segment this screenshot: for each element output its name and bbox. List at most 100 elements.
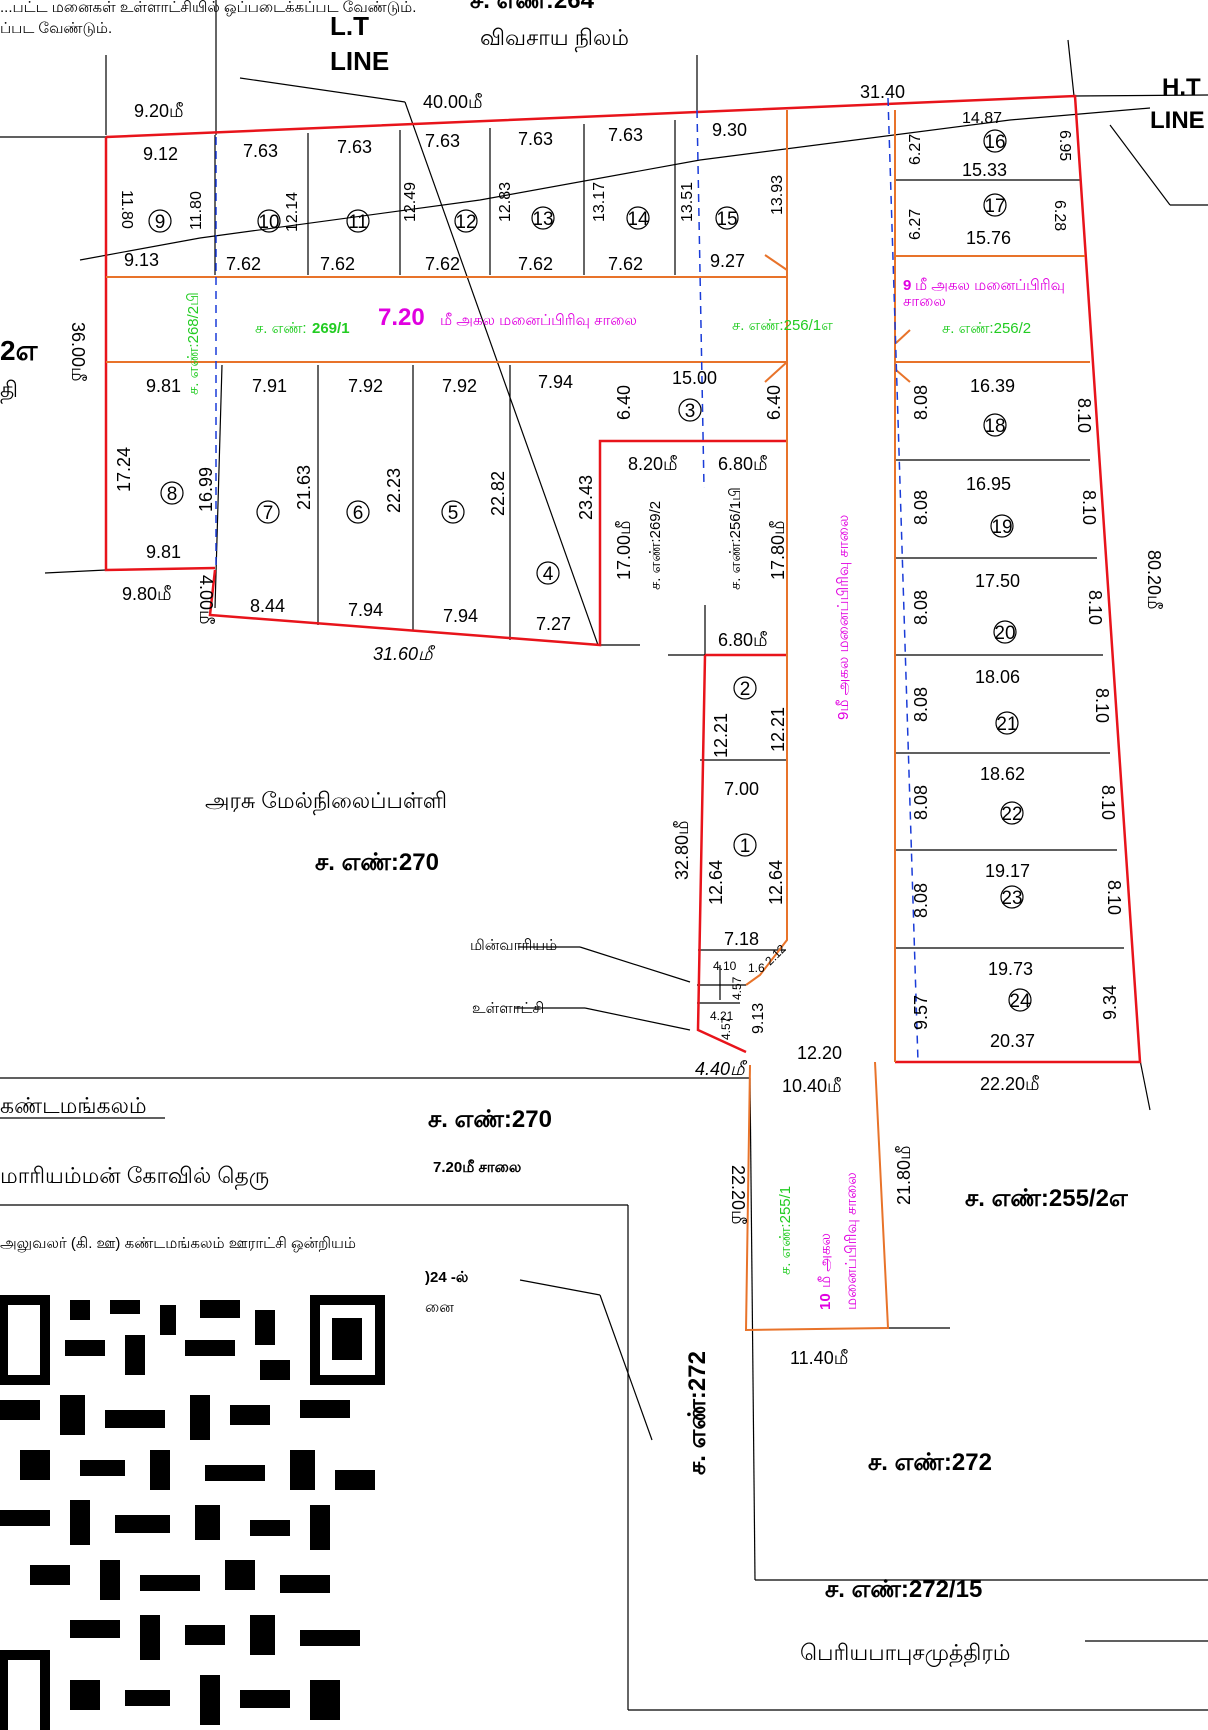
svg-text:4: 4 <box>543 564 554 585</box>
dim-label-112: ச. எண்:256/2 <box>942 320 1031 337</box>
plot-11: 11 <box>346 209 370 233</box>
plot-17: 17 <box>983 193 1007 217</box>
svg-text:2: 2 <box>740 679 751 700</box>
dim-label-40: 6.40 <box>764 385 784 420</box>
dim-label-10: 14.87 <box>962 110 1002 127</box>
left-thi-label: தி <box>0 377 18 404</box>
dim-label-68: 8.10 <box>1085 590 1105 625</box>
dim-label-25: 9.13 <box>124 250 159 270</box>
plot-9: 9 <box>148 209 172 233</box>
dim-label-84: 8.10 <box>1104 880 1124 915</box>
dim-label-57: 9.81 <box>146 542 181 562</box>
dim-label-67: 8.08 <box>911 590 931 625</box>
plot-numbers: 1 2 3 4 5 6 7 8 9 10 11 12 13 14 15 16 1… <box>148 129 1032 1012</box>
dim-label-99: 10.40மீ <box>782 1076 842 1096</box>
dim-label-118: ச. எண்:268/2பி <box>185 292 202 395</box>
dim-label-12: 6.27 <box>907 134 924 165</box>
svg-text:16: 16 <box>984 132 1005 153</box>
svg-text:6: 6 <box>353 503 364 524</box>
plot-16: 16 <box>983 129 1007 153</box>
dim-label-37: 7.94 <box>538 372 573 392</box>
road-720-bottom: 7.20மீ சாலை <box>433 1159 521 1176</box>
survey-27215: ச. எண்:272/15 <box>825 1576 982 1603</box>
svg-text:8: 8 <box>167 484 178 505</box>
dim-label-15: 15.76 <box>966 228 1011 248</box>
svg-text:17: 17 <box>984 196 1005 217</box>
dim-label-3: 9.12 <box>143 144 178 164</box>
dim-label-24: 13.93 <box>769 175 786 215</box>
svg-text:10: 10 <box>258 212 279 233</box>
dim-label-49: 23.43 <box>576 475 596 520</box>
top-note-1: ...பட்ட மனைகள் உள்ளாட்சியில் ஒப்படைக்கப்… <box>0 0 416 16</box>
dim-label-117: மனைப்பிரிவு சாலை <box>843 1172 860 1310</box>
plot-24: 24 <box>1008 988 1032 1012</box>
dim-label-48: 22.82 <box>488 471 508 516</box>
dim-label-50: 8.20மீ <box>628 454 678 474</box>
dim-label-33: 9.81 <box>146 376 181 396</box>
school-survey: ச. எண்:270 <box>315 849 439 876</box>
ht-label: H.T <box>1162 74 1201 101</box>
dim-label-18: 11.80 <box>188 191 205 230</box>
plot-21: 21 <box>995 711 1019 735</box>
dim-label-80: 12.64 <box>706 860 726 905</box>
plot-6: 6 <box>346 500 370 524</box>
dim-label-35: 7.92 <box>348 376 383 396</box>
dim-label-81: 12.64 <box>766 860 786 905</box>
survey-dashed-lines <box>215 97 919 1063</box>
dim-label-93: 19.73 <box>988 959 1033 979</box>
dim-label-42: 8.08 <box>911 385 931 420</box>
svg-text:7: 7 <box>263 503 274 524</box>
dim-label-41: 16.39 <box>970 376 1015 396</box>
dim-label-8: 7.63 <box>608 125 643 145</box>
dim-label-91: 4.21 <box>710 1009 734 1023</box>
svg-text:23: 23 <box>1001 888 1022 909</box>
dim-label-58: 9.80மீ <box>122 584 172 604</box>
dim-label-119: ச. எண்:269/2 <box>647 501 664 590</box>
dim-label-69: 80.20மீ <box>1144 550 1164 610</box>
svg-text:11: 11 <box>348 212 368 233</box>
dim-label-52: 17.00மீ <box>614 520 634 580</box>
dim-label-116: மீ அகல <box>817 1233 834 1288</box>
svg-text:22: 22 <box>1001 804 1022 825</box>
plot-13: 13 <box>531 206 555 230</box>
dim-label-61: 7.94 <box>348 600 383 620</box>
dim-label-47: 22.23 <box>384 468 404 513</box>
svg-text:1: 1 <box>740 836 751 857</box>
plot-2: 2 <box>733 676 757 700</box>
dim-label-98: 4.40மீ <box>695 1059 748 1079</box>
dim-label-65: 6.80மீ <box>718 630 768 650</box>
dim-label-29: 7.62 <box>518 254 553 274</box>
dim-label-108: ச. எண்:256/1எ <box>732 317 833 334</box>
street-name: மாரியம்மன் கோவில் தெரு <box>0 1163 269 1190</box>
svg-text:24: 24 <box>1009 991 1031 1012</box>
dim-label-62: 7.94 <box>443 606 478 626</box>
dim-label-102: 21.80மீ <box>894 1145 914 1205</box>
dim-label-27: 7.62 <box>320 254 355 274</box>
dim-label-51: 6.80மீ <box>718 454 768 474</box>
survey-264: ச. எண்:264 <box>470 0 595 14</box>
svg-text:14: 14 <box>627 209 649 230</box>
dim-label-34: 7.91 <box>252 376 287 396</box>
dim-label-64: 31.60மீ <box>373 644 436 664</box>
dim-label-19: 12.14 <box>284 192 301 232</box>
survey-272: ச. எண்:272 <box>868 1449 992 1476</box>
svg-text:9: 9 <box>155 212 166 233</box>
dim-label-73: 8.08 <box>911 687 931 722</box>
survey-2552e: ச. எண்:255/2எ <box>965 1185 1128 1212</box>
plot-22: 22 <box>1000 801 1024 825</box>
dim-label-14: 6.27 <box>907 209 924 240</box>
plot-23: 23 <box>1000 885 1024 909</box>
dim-label-22: 13.17 <box>591 182 608 222</box>
plot-12: 12 <box>454 209 478 233</box>
school-name: அரசு மேல்நிலைப்பள்ளி <box>205 788 447 815</box>
lt-label-2: LINE <box>330 46 389 76</box>
dim-label-16: 6.28 <box>1051 200 1068 231</box>
dim-label-86: 2.12 <box>762 941 789 968</box>
periya-label: பெரியபாபுசமுத்திரம் <box>800 1640 1010 1667</box>
dim-label-38: 6.40 <box>614 385 634 420</box>
dim-label-75: 7.00 <box>724 779 759 799</box>
dim-label-74: 8.10 <box>1092 688 1112 723</box>
qr-code <box>0 1290 385 1730</box>
dim-label-66: 17.50 <box>975 571 1020 591</box>
